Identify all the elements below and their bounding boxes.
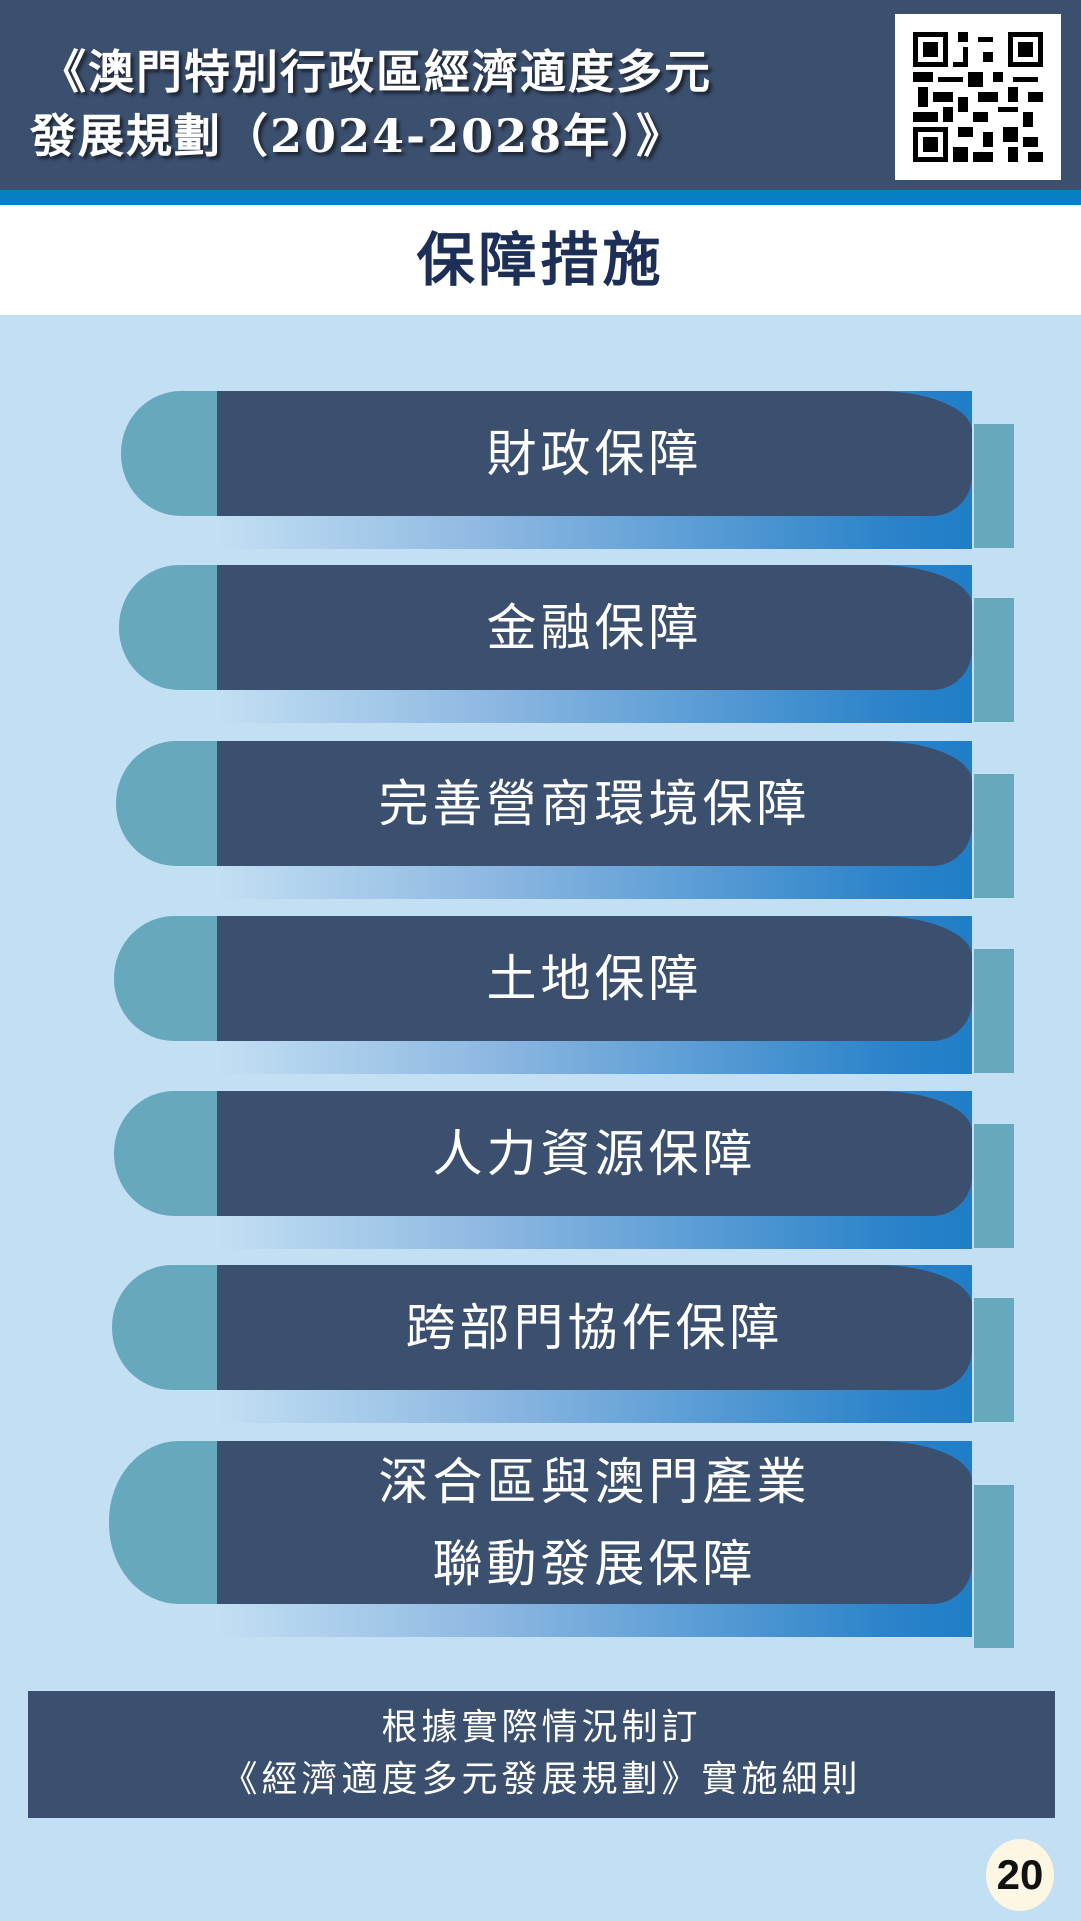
section-title: 保障措施	[416, 226, 665, 294]
measure-item: 財政保障	[217, 391, 972, 516]
item-right-tab	[974, 774, 1014, 898]
measure-item: 完善營商環境保障	[217, 741, 972, 866]
item-right-tab	[974, 1124, 1014, 1248]
footer-line-1: 根據實際情況制訂	[381, 1707, 702, 1748]
measure-item-label: 深合區與澳門產業 聯動發展保障	[378, 1452, 811, 1593]
measure-item: 金融保障	[217, 565, 972, 690]
item-left-cap	[121, 391, 219, 516]
item-right-tab	[974, 949, 1014, 1073]
measure-item-label: 人力資源保障	[432, 1124, 757, 1183]
footer-note: 根據實際情況制訂 《經濟適度多元發展規劃》實施細則	[28, 1691, 1055, 1818]
footer-line-2: 《經濟適度多元發展規劃》實施細則	[221, 1759, 862, 1800]
measure-item: 土地保障	[217, 916, 972, 1041]
item-right-tab	[974, 424, 1014, 548]
measure-item: 跨部門協作保障	[217, 1265, 972, 1390]
item-left-cap	[114, 916, 219, 1041]
page-number: 20	[986, 1839, 1054, 1911]
qr-code-icon[interactable]	[895, 14, 1061, 180]
item-left-cap	[116, 741, 219, 866]
item-left-cap	[109, 1441, 219, 1604]
header-stripe	[0, 190, 1081, 205]
item-right-tab	[974, 1298, 1014, 1422]
document-title: 《澳門特別行政區經濟適度多元 發展規劃（2024-2028年）》	[30, 40, 880, 168]
title-line-2: 發展規劃（2024-2028年）》	[30, 109, 685, 163]
item-right-tab	[974, 1485, 1014, 1648]
item-left-cap	[114, 1091, 219, 1216]
measure-item-label: 跨部門協作保障	[405, 1298, 784, 1357]
item-right-tab	[974, 598, 1014, 722]
title-line-1: 《澳門特別行政區經濟適度多元	[40, 45, 712, 99]
measure-item-label: 金融保障	[486, 598, 703, 657]
measure-item-label: 土地保障	[486, 949, 703, 1008]
item-left-cap	[112, 1265, 219, 1390]
measure-item-label: 完善營商環境保障	[378, 774, 811, 833]
measure-item-label: 財政保障	[486, 424, 703, 483]
item-left-cap	[119, 565, 219, 690]
measure-item: 人力資源保障	[217, 1091, 972, 1216]
measure-item: 深合區與澳門產業 聯動發展保障	[217, 1441, 972, 1604]
section-title-band	[0, 205, 1081, 315]
